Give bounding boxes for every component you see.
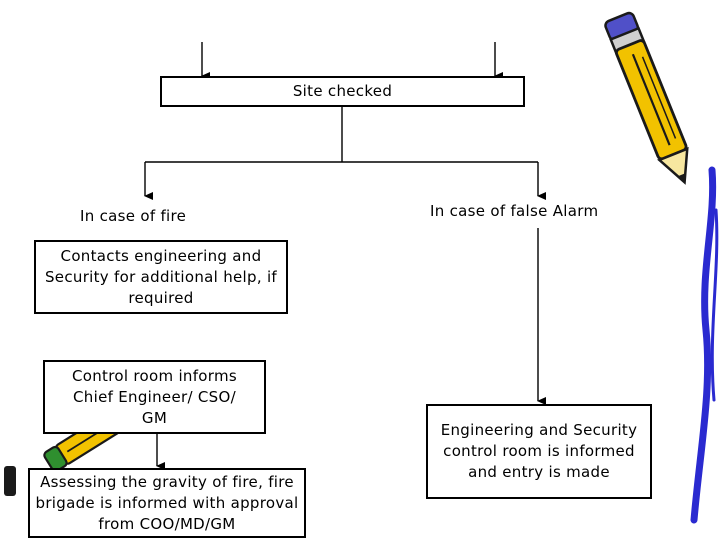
fire-label: In case of fire	[80, 207, 187, 225]
pencil-clipart-icon	[604, 11, 689, 185]
assessing-box: Assessing the gravity of fire, fire brig…	[28, 468, 306, 538]
contacts-text: Contacts engineering and Security for ad…	[44, 246, 278, 307]
contacts-box: Contacts engineering and Security for ad…	[34, 240, 288, 314]
site-checked-text: Site checked	[292, 82, 393, 100]
control-room-box: Control room informs Chief Engineer/ CSO…	[43, 360, 266, 434]
control-room-text: Control room informs Chief Engineer/ CSO…	[71, 366, 238, 427]
assessing-text: Assessing the gravity of fire, fire brig…	[35, 472, 299, 533]
engineering-text: Engineering and Security control room is…	[440, 421, 638, 481]
false-alarm-label: In case of false Alarm	[430, 202, 599, 220]
blue-stroke-icon	[690, 166, 717, 524]
site-checked-box: Site checked	[160, 76, 525, 107]
engineering-box: Engineering and Security control room is…	[426, 404, 652, 499]
blue-stroke-accent	[710, 208, 719, 402]
